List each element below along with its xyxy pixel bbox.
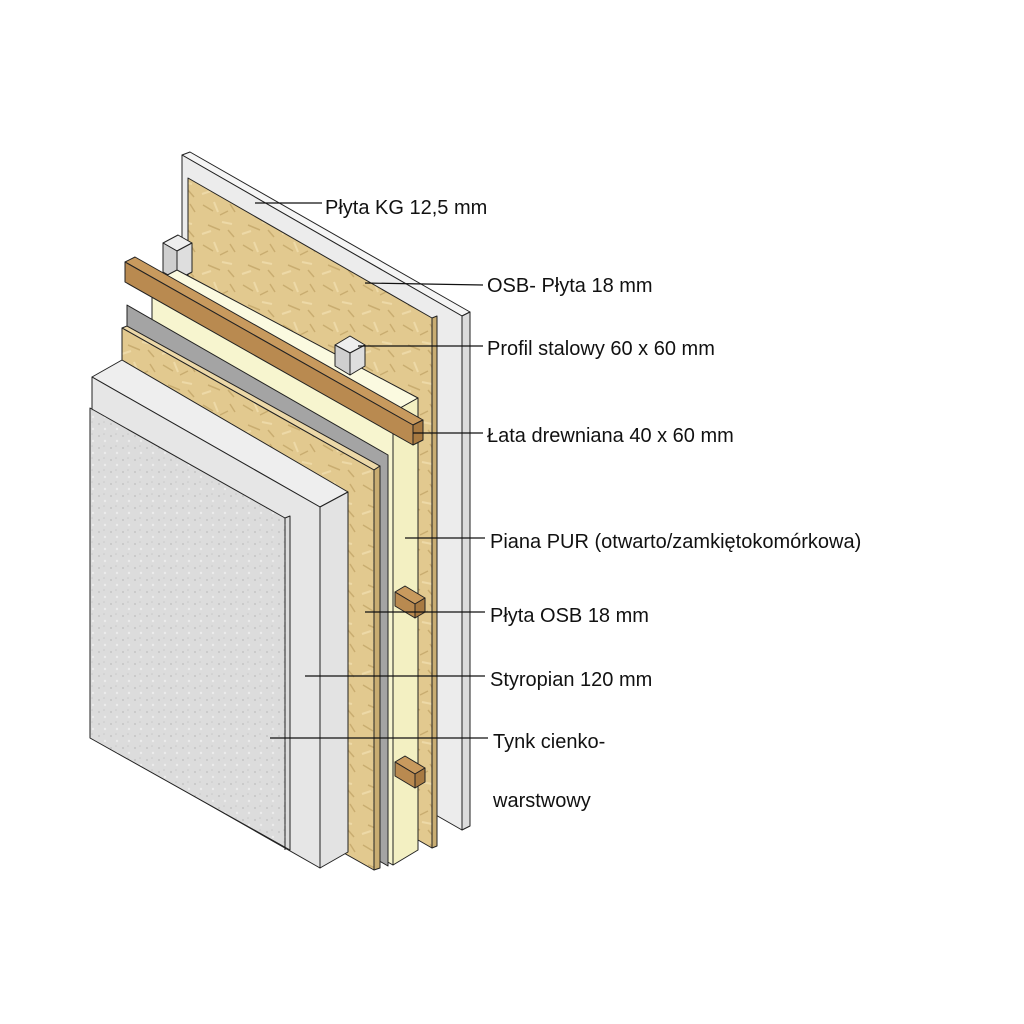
batten-block (394, 585, 426, 619)
label-batten: Łata drewniana 40 x 60 mm (487, 425, 734, 447)
label-osb-outer: Płyta OSB 18 mm (490, 605, 649, 627)
label-osb-inner: OSB- Płyta 18 mm (487, 275, 653, 297)
label-gypsum: Płyta KG 12,5 mm (325, 197, 487, 219)
steel-profile (334, 335, 366, 376)
batten-block (394, 755, 426, 789)
label-plaster-line2: warstwowy (492, 790, 591, 812)
label-styrofoam: Styropian 120 mm (490, 669, 652, 691)
thin-plaster-layer (89, 407, 291, 851)
label-pur-foam: Piana PUR (otwarto/zamkiętokomórkowa) (490, 531, 861, 553)
label-steel-profile: Profil stalowy 60 x 60 mm (487, 338, 715, 360)
leader-line-osb-inner (364, 282, 484, 286)
steel-profile-top (162, 234, 193, 281)
label-plaster-line1: Tynk cienko- (493, 731, 605, 753)
